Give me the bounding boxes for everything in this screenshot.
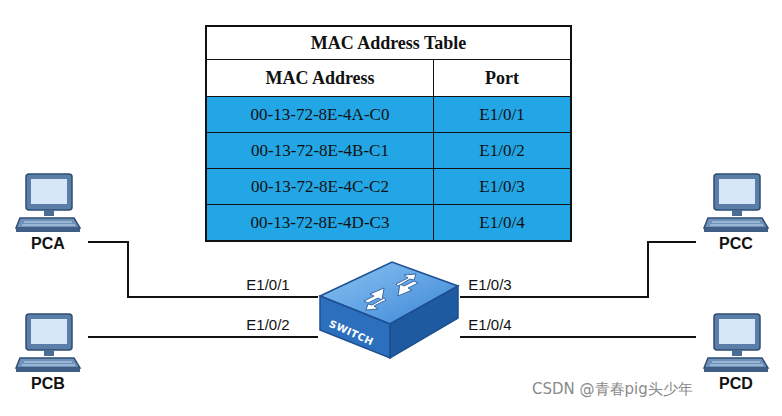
port-label: E1/0/4 [466,316,513,333]
host-label: PCA [8,234,88,254]
link-line [88,242,318,297]
cell-text: E1/0/4 [479,213,524,233]
table-cell: E1/0/4 [434,205,570,240]
table-row: MAC Address Port [207,59,570,96]
cell-text: MAC Address [265,68,374,89]
cell-text: MAC Address Table [311,33,467,54]
switch-icon [318,258,460,362]
cell-text: 00-13-72-8E-4D-C3 [251,213,390,233]
table-cell: E1/0/1 [434,97,570,132]
pc-node: PCC [696,172,776,254]
link-line [460,242,696,297]
table-cell: E1/0/3 [434,169,570,204]
pc-node: PCD [696,312,776,394]
port-label: E1/0/1 [244,276,291,293]
pc-icon [702,172,770,234]
table-row: 00-13-72-8E-4B-C1 E1/0/2 [207,132,570,168]
table-cell: MAC Address [207,60,434,96]
table-cell: 00-13-72-8E-4D-C3 [207,205,434,240]
table-row: 00-13-72-8E-4A-C0 E1/0/1 [207,96,570,132]
cell-text: 00-13-72-8E-4C-C2 [251,177,389,197]
port-label: E1/0/3 [466,276,513,293]
pc-node: PCA [8,172,88,254]
link-line [460,336,696,338]
mac-table: MAC Address TableMAC Address Port 00-13-72… [205,25,572,242]
table-cell: 00-13-72-8E-4B-C1 [207,133,434,168]
pc-icon [14,312,82,374]
cell-text: 00-13-72-8E-4A-C0 [251,105,390,125]
link-line [88,336,318,338]
cell-text: Port [485,68,519,89]
watermark: CSDN @青春pig头少年 [532,380,693,399]
host-label: PCD [696,374,776,394]
table-cell: 00-13-72-8E-4C-C2 [207,169,434,204]
table-cell: MAC Address Table [207,27,570,59]
port-label: E1/0/2 [244,316,291,333]
table-row: 00-13-72-8E-4D-C3 E1/0/4 [207,204,570,240]
pc-node: PCB [8,312,88,394]
cell-text: 00-13-72-8E-4B-C1 [251,141,389,161]
switch-node: SWITCH [318,258,460,362]
cell-text: E1/0/1 [479,105,524,125]
pc-icon [702,312,770,374]
table-row: MAC Address Table [207,27,570,59]
host-label: PCB [8,374,88,394]
cell-text: E1/0/3 [479,177,524,197]
table-row: 00-13-72-8E-4C-C2 E1/0/3 [207,168,570,204]
cell-text: E1/0/2 [479,141,524,161]
pc-icon [14,172,82,234]
table-cell: Port [434,60,570,96]
table-cell: E1/0/2 [434,133,570,168]
host-label: PCC [696,234,776,254]
table-cell: 00-13-72-8E-4A-C0 [207,97,434,132]
